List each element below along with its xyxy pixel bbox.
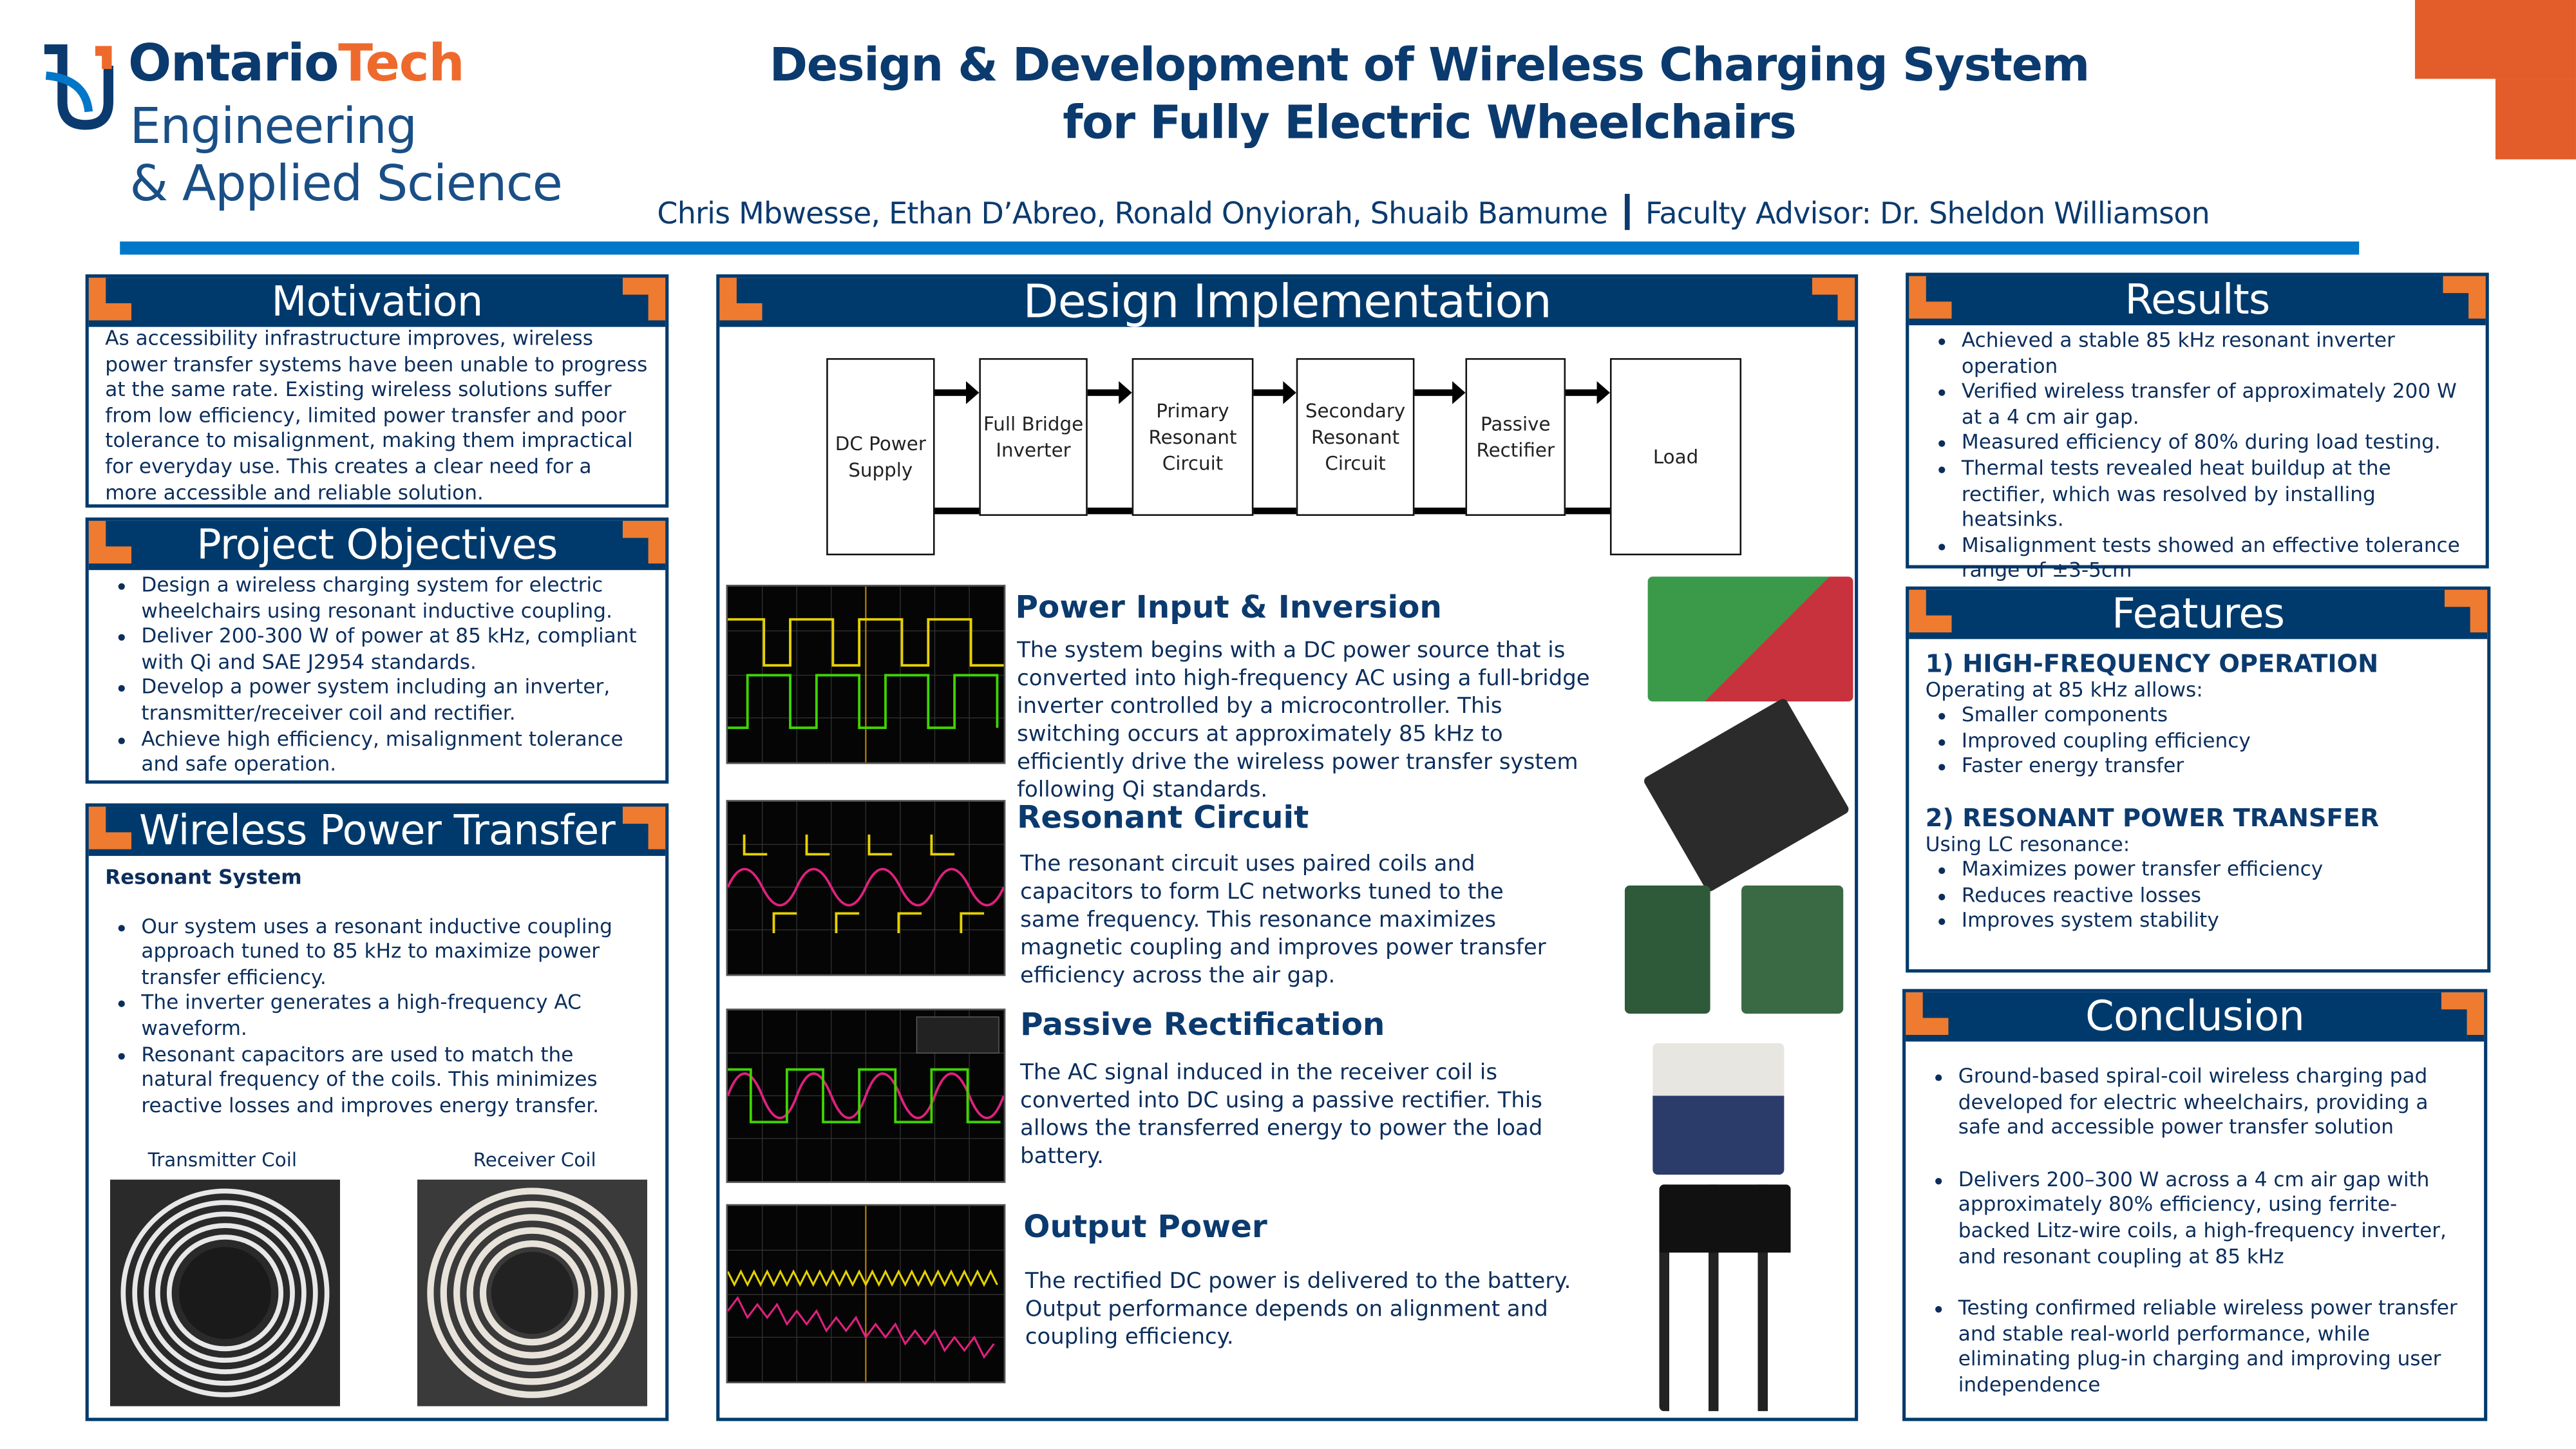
conclusion-heading: Conclusion xyxy=(1906,992,2485,1042)
logo-faculty-line1: Engineering xyxy=(129,99,417,156)
authors-line: Chris Mbwesse, Ethan D’Abreo, Ronald Ony… xyxy=(657,194,2210,232)
arrow-icon xyxy=(1087,381,1132,404)
logo-brand-ontario: Ontario xyxy=(128,34,339,94)
feature-item: Faster energy transfer xyxy=(1962,755,2471,781)
arrow-icon xyxy=(1253,381,1296,404)
objective-item: Design a wireless charging system for el… xyxy=(141,573,649,625)
section-heading: Passive Rectification xyxy=(1020,1007,1385,1043)
return-wire xyxy=(1087,507,1132,515)
features-panel: Features 1) HIGH-FREQUENCY OPERATION Ope… xyxy=(1906,586,2491,973)
result-item: Verified wireless transfer of approximat… xyxy=(1962,380,2469,431)
feature-item: Smaller components xyxy=(1962,703,2471,729)
wheelchair-photo xyxy=(1659,1184,1791,1412)
feature-heading: 2) RESONANT POWER TRANSFER xyxy=(1925,803,2380,833)
block-primary-resonant: Primary Resonant Circuit xyxy=(1132,358,1254,516)
block-secondary-resonant: Secondary Resonant Circuit xyxy=(1296,358,1415,516)
result-item: Achieved a stable 85 kHz resonant invert… xyxy=(1962,328,2469,380)
charging-pad-photo xyxy=(1642,697,1851,893)
wpt-heading: Wireless Power Transfer xyxy=(88,806,666,857)
oscilloscope-rectifier-waveform xyxy=(726,1009,1006,1183)
wpt-item: Resonant capacitors are used to match th… xyxy=(141,1043,649,1119)
conclusion-panel: Conclusion Ground-based spiral-coil wire… xyxy=(1902,989,2488,1421)
transmitter-coil-photo xyxy=(109,1179,341,1406)
logo-mark-icon xyxy=(44,44,114,130)
block-passive-rectifier: Passive Rectifier xyxy=(1465,358,1566,516)
design-heading: Design Implementation xyxy=(719,277,1855,327)
features-heading: Features xyxy=(1909,589,2488,639)
return-wire xyxy=(1414,507,1466,515)
section-text: The system begins with a DC power source… xyxy=(1017,639,1590,804)
inverter-boards-photo xyxy=(1647,576,1853,702)
title-line-2: for Fully Electric Wheelchairs xyxy=(1063,95,1796,150)
coil-boards-photo-2 xyxy=(1741,885,1844,1014)
header-divider xyxy=(120,241,2360,255)
section-heading: Power Input & Inversion xyxy=(1015,589,1442,626)
objective-item: Achieve high efficiency, misalignment to… xyxy=(141,727,649,779)
oscilloscope-resonant-waveform xyxy=(726,800,1006,976)
arrow-icon xyxy=(1566,381,1610,404)
section-heading: Output Power xyxy=(1023,1209,1267,1245)
conclusion-item: Testing confirmed reliable wireless powe… xyxy=(1958,1296,2468,1399)
motivation-heading: Motivation xyxy=(88,278,666,327)
feature-item: Maximizes power transfer efficiency xyxy=(1962,858,2471,884)
feature-item: Improved coupling efficiency xyxy=(1962,729,2471,755)
return-wire xyxy=(934,507,980,515)
feature-item: Improves system stability xyxy=(1962,909,2471,935)
wpt-item: The inverter generates a high-frequency … xyxy=(141,991,649,1043)
poster-title: Design & Development of Wireless Chargin… xyxy=(657,36,2201,151)
section-heading: Resonant Circuit xyxy=(1017,800,1309,837)
title-line-1: Design & Development of Wireless Chargin… xyxy=(769,37,2090,92)
power-supply-photo xyxy=(1653,1043,1785,1175)
objective-item: Develop a power system including an inve… xyxy=(141,676,649,727)
result-item: Measured efficiency of 80% during load t… xyxy=(1962,431,2469,457)
result-item: Thermal tests revealed heat buildup at t… xyxy=(1962,457,2469,533)
conclusion-item: Delivers 200–300 W across a 4 cm air gap… xyxy=(1958,1168,2468,1270)
arrow-icon xyxy=(1414,381,1466,404)
return-wire xyxy=(1566,507,1610,515)
section-text: The AC signal induced in the receiver co… xyxy=(1020,1061,1543,1170)
university-logo: OntarioTech Engineering & Applied Scienc… xyxy=(39,35,565,220)
corner-decoration xyxy=(2414,0,2576,79)
faculty-advisor: Faculty Advisor: Dr. Sheldon Williamson xyxy=(1645,197,2210,232)
feature-heading: 1) HIGH-FREQUENCY OPERATION xyxy=(1925,649,2379,679)
objectives-panel: Project Objectives Design a wireless cha… xyxy=(85,517,669,784)
feature-intro: Using LC resonance: xyxy=(1925,832,2130,855)
motivation-text: As accessibility infrastructure improves… xyxy=(105,327,648,504)
oscilloscope-inverter-waveform xyxy=(726,585,1006,764)
oscilloscope-output-waveform xyxy=(726,1204,1006,1383)
feature-item: Reduces reactive losses xyxy=(1962,884,2471,909)
results-heading: Results xyxy=(1909,276,2486,326)
separator xyxy=(1624,194,1629,231)
wpt-panel: Wireless Power Transfer Resonant System … xyxy=(85,803,669,1421)
wpt-subtitle: Resonant System xyxy=(105,866,302,889)
corner-decoration-lower xyxy=(2495,79,2576,160)
logo-brand-tech: Tech xyxy=(338,34,464,94)
block-dc-power-supply: DC Power Supply xyxy=(826,358,935,556)
conclusion-item: Ground-based spiral-coil wireless chargi… xyxy=(1958,1065,2468,1141)
return-wire xyxy=(1253,507,1296,515)
receiver-coil-photo xyxy=(417,1179,648,1406)
arrow-icon xyxy=(934,381,980,404)
section-text: The rectified DC power is delivered to t… xyxy=(1025,1269,1571,1350)
results-panel: Results Achieved a stable 85 kHz resonan… xyxy=(1906,272,2489,582)
motivation-panel: Motivation As accessibility infrastructu… xyxy=(85,274,669,508)
objectives-heading: Project Objectives xyxy=(88,520,666,571)
result-item: Misalignment tests showed an effective t… xyxy=(1962,533,2469,585)
feature-intro: Operating at 85 kHz allows: xyxy=(1925,677,2203,701)
transmitter-coil-label: Transmitter Coil xyxy=(147,1148,298,1171)
wpt-item: Our system uses a resonant inductive cou… xyxy=(141,914,649,991)
objective-item: Deliver 200-300 W of power at 85 kHz, co… xyxy=(141,625,649,676)
coil-boards-photo xyxy=(1624,885,1710,1014)
block-full-bridge-inverter: Full Bridge Inverter xyxy=(979,358,1088,516)
receiver-coil-label: Receiver Coil xyxy=(473,1148,596,1171)
design-panel: Design Implementation DC Power Supply Fu… xyxy=(716,274,1859,1421)
authors: Chris Mbwesse, Ethan D’Abreo, Ronald Ony… xyxy=(657,197,1608,232)
section-text: The resonant circuit uses paired coils a… xyxy=(1020,852,1546,989)
logo-faculty-line2: & Applied Science xyxy=(129,156,563,214)
block-load: Load xyxy=(1609,358,1742,556)
